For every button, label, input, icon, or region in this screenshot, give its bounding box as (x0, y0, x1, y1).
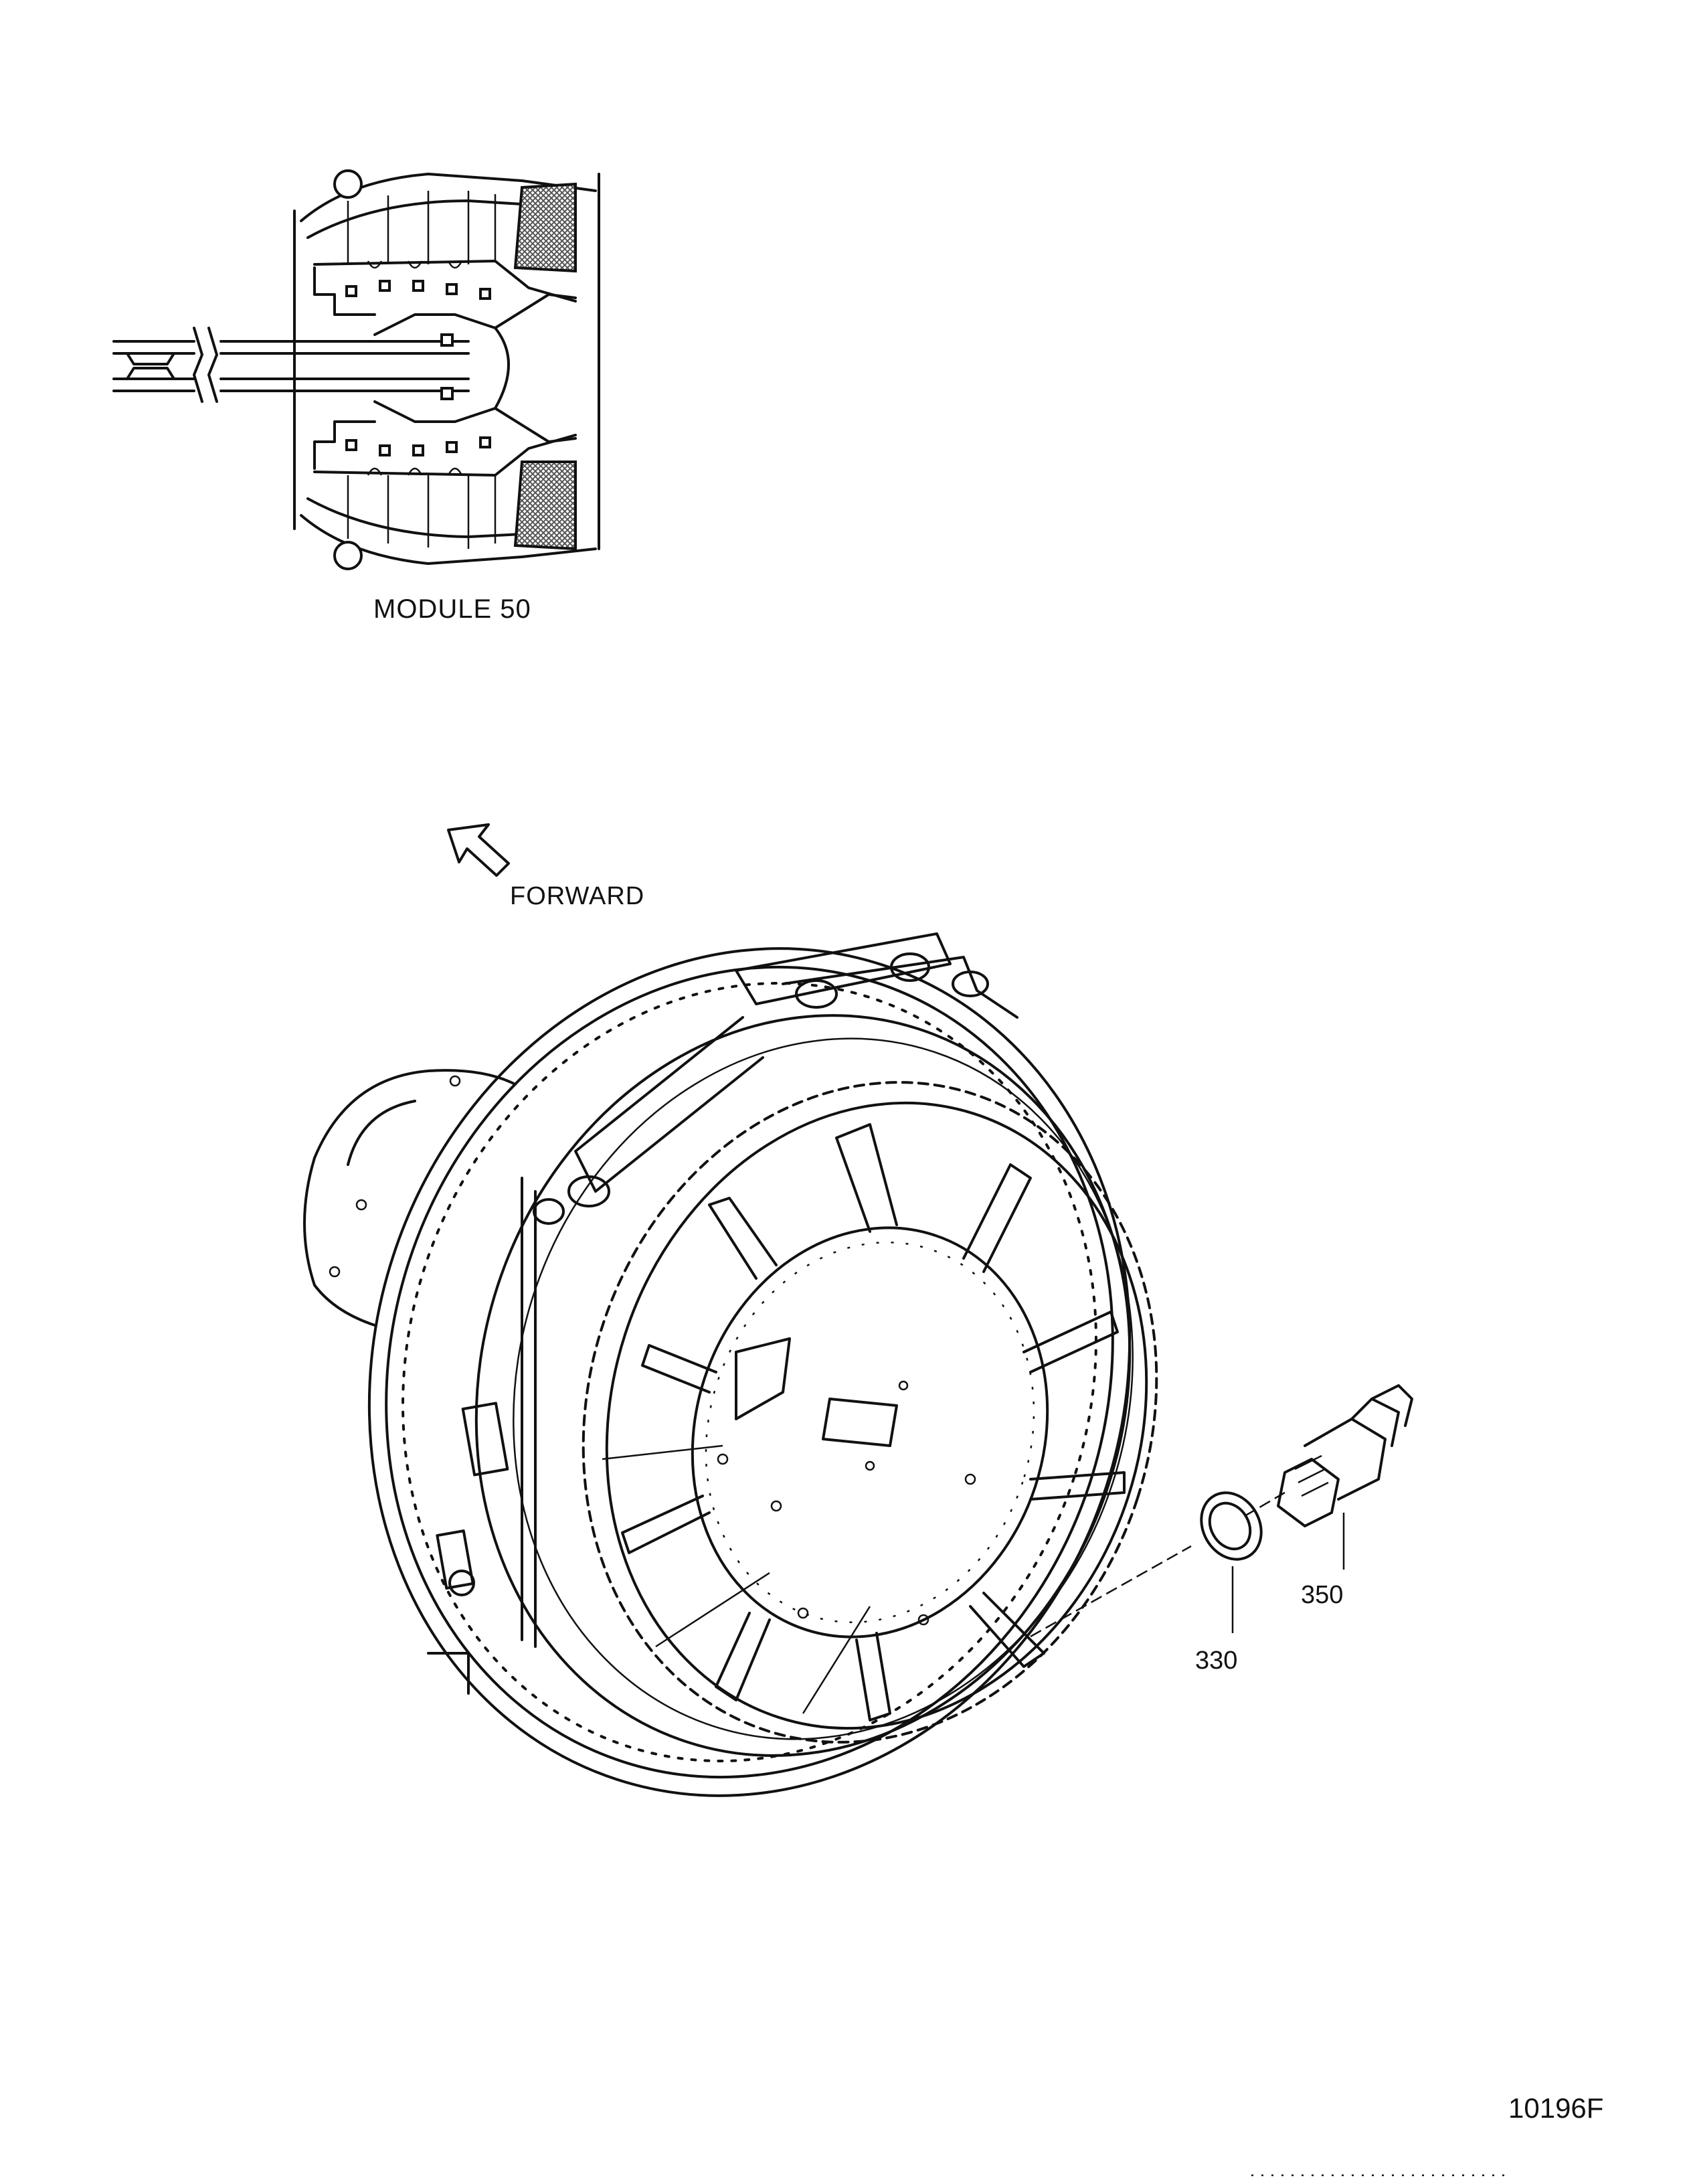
upper-mount-lug (333, 169, 363, 199)
inset-caption: MODULE 50 (373, 594, 531, 624)
upper-hatched-blade (513, 182, 577, 273)
callout-330: 330 (1195, 1647, 1238, 1675)
lower-hatched-blade (513, 460, 577, 551)
figure-number: 10196F (1508, 2092, 1604, 2124)
lower-mount-lug (333, 541, 363, 570)
forward-direction-label: FORWARD (510, 882, 645, 910)
seal-ring-330 (1200, 1491, 1263, 1633)
callout-350: 350 (1301, 1581, 1344, 1609)
forward-arrow-icon (447, 823, 510, 877)
turbine-case-assembly (303, 932, 1158, 1797)
union-fitting-350 (1277, 1384, 1413, 1570)
module-50-inset (112, 169, 600, 570)
exploded-parts (1030, 1384, 1413, 1638)
